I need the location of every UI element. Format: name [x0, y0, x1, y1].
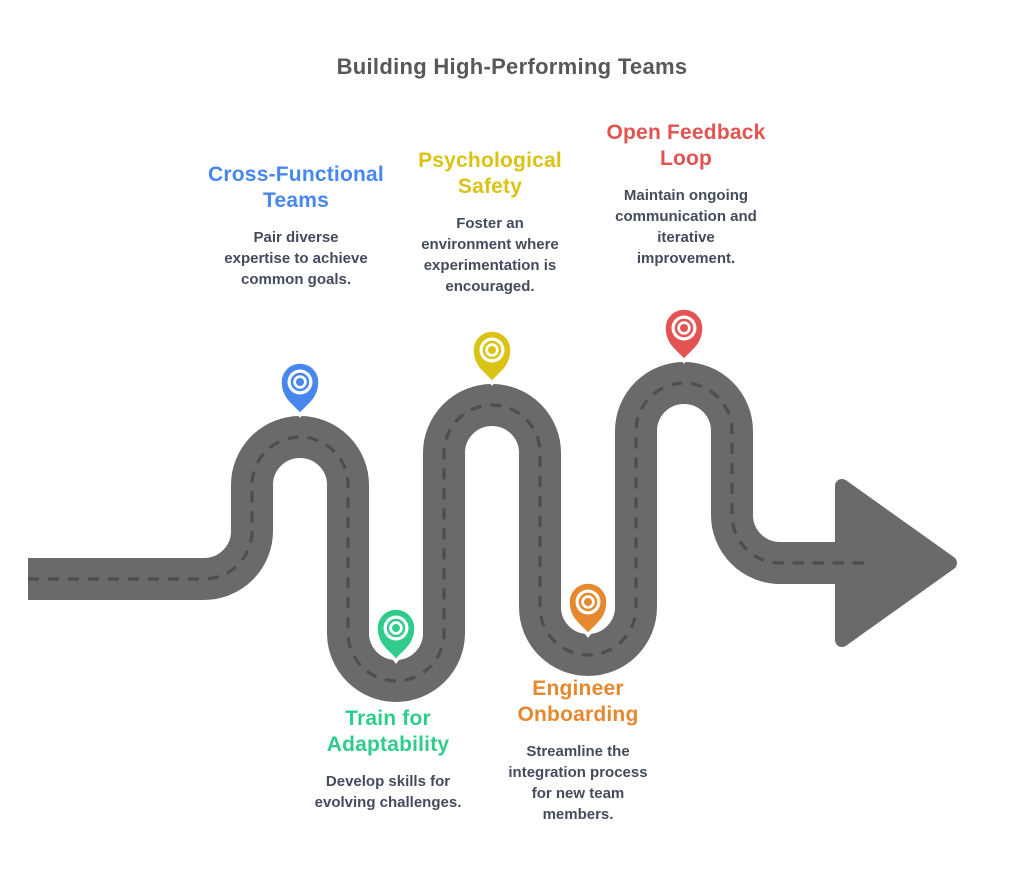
road-dashed-centerline [28, 381, 864, 683]
map-pin-open-feedback-loop-icon [662, 306, 706, 364]
map-pin-psychological-safety-icon [470, 328, 514, 386]
milestone-heading: Cross-Functional Teams [208, 163, 384, 212]
road-path [28, 362, 850, 702]
map-pin-cross-functional-teams-icon [278, 360, 322, 418]
milestone-heading: Psychological Safety [418, 149, 562, 198]
page-title: Building High-Performing Teams [336, 54, 688, 79]
milestone-heading: Train for Adaptability [326, 707, 450, 756]
milestone-description: Maintain ongoing communication and itera… [615, 187, 757, 268]
milestone-psychological-safety: Psychological Safety Foster an environme… [400, 148, 580, 297]
map-pin-engineer-onboarding-icon [566, 580, 610, 638]
milestone-description: Foster an environment where experimentat… [421, 215, 559, 296]
milestone-open-feedback-loop: Open Feedback Loop Maintain ongoing comm… [596, 120, 776, 269]
milestone-description: Streamline the integration process for n… [508, 743, 648, 824]
milestone-description: Develop skills for evolving challenges. [314, 773, 462, 812]
map-pin-train-for-adaptability-icon [374, 606, 418, 664]
milestone-train-for-adaptability: Train for Adaptability Develop skills fo… [298, 706, 478, 813]
milestone-engineer-onboarding: Engineer Onboarding Streamline the integ… [488, 676, 668, 825]
milestone-description: Pair diverse expertise to achieve common… [224, 229, 368, 289]
milestone-heading: Engineer Onboarding [517, 677, 639, 726]
milestone-heading: Open Feedback Loop [606, 121, 766, 170]
milestone-cross-functional-teams: Cross-Functional Teams Pair diverse expe… [206, 162, 386, 290]
